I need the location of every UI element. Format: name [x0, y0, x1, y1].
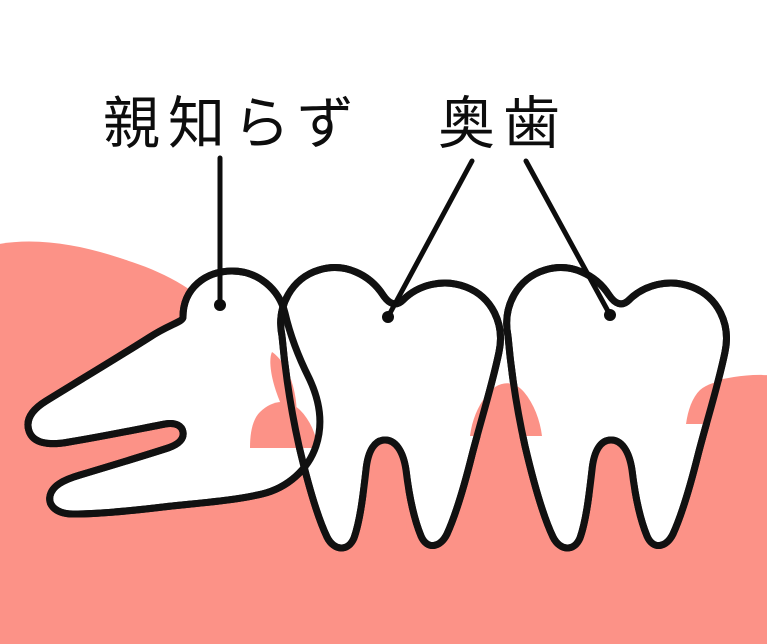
- leader-dot-molar-first: [382, 311, 394, 323]
- label-molar-group: 奥歯: [438, 91, 568, 157]
- leader-line-molar-first: [386, 158, 475, 318]
- leader-line-molar-second: [523, 158, 612, 316]
- leader-dots-group: [214, 299, 616, 323]
- label-wisdom-tooth: 親知らず: [103, 91, 362, 157]
- gum-papilla-molar-first-left: [250, 401, 318, 448]
- leader-dot-molar-second: [604, 309, 616, 321]
- gum-furcation-molar-second: [592, 443, 633, 548]
- leader-lines-group: [217, 155, 612, 318]
- gum-furcation-molar-first: [366, 443, 407, 548]
- leader-dot-wisdom-tooth: [214, 299, 226, 311]
